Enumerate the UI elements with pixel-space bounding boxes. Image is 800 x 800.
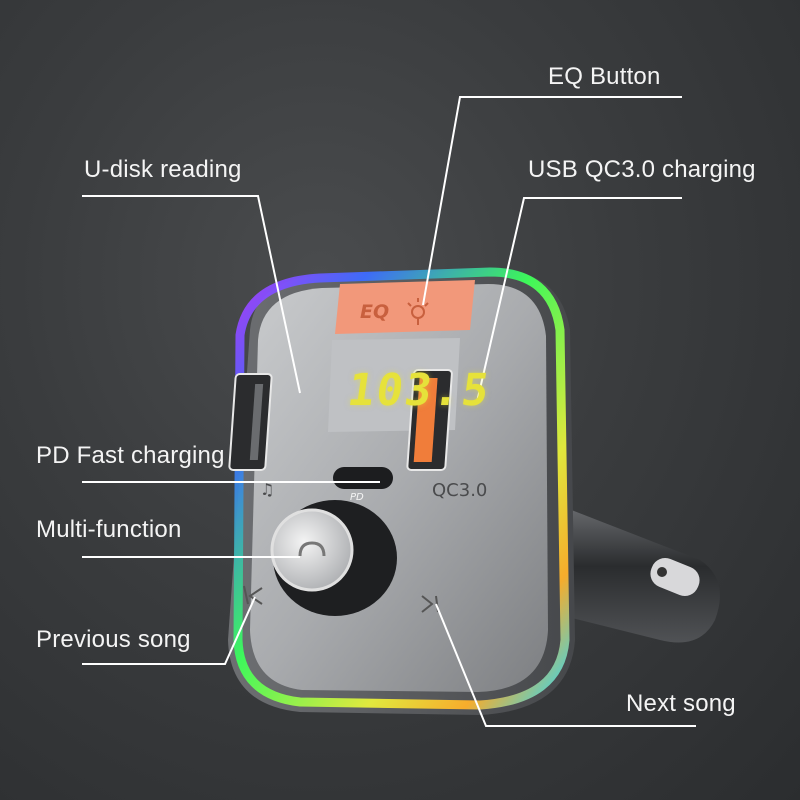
- multi-function-knob[interactable]: [270, 500, 397, 616]
- previous-track-icon[interactable]: [243, 585, 263, 605]
- callout-pd-fast-charging: PD Fast charging: [36, 442, 225, 469]
- callout-next-song: Next song: [626, 690, 736, 717]
- callout-multi-function: Multi-function: [36, 516, 182, 543]
- callout-u-disk-reading: U-disk reading: [84, 156, 242, 183]
- lightbulb-icon: [407, 298, 429, 325]
- lcd-frequency-display: 103.5: [344, 365, 495, 416]
- music-note-icon: ♫: [260, 480, 275, 499]
- rgb-light-ring: [233, 267, 570, 710]
- callout-usb-qc3-charging: USB QC3.0 charging: [528, 156, 756, 183]
- usb-c-port-pd[interactable]: [333, 467, 393, 489]
- qc-port-label: QC3.0: [432, 480, 488, 501]
- eq-button-text[interactable]: EQ: [360, 301, 390, 323]
- eq-button-shape[interactable]: [335, 280, 475, 334]
- pd-port-label: PD: [350, 492, 364, 503]
- callout-eq-button: EQ Button: [548, 63, 661, 90]
- phone-icon: [298, 541, 326, 557]
- callout-previous-song: Previous song: [36, 626, 191, 653]
- callout-lines: [82, 96, 696, 727]
